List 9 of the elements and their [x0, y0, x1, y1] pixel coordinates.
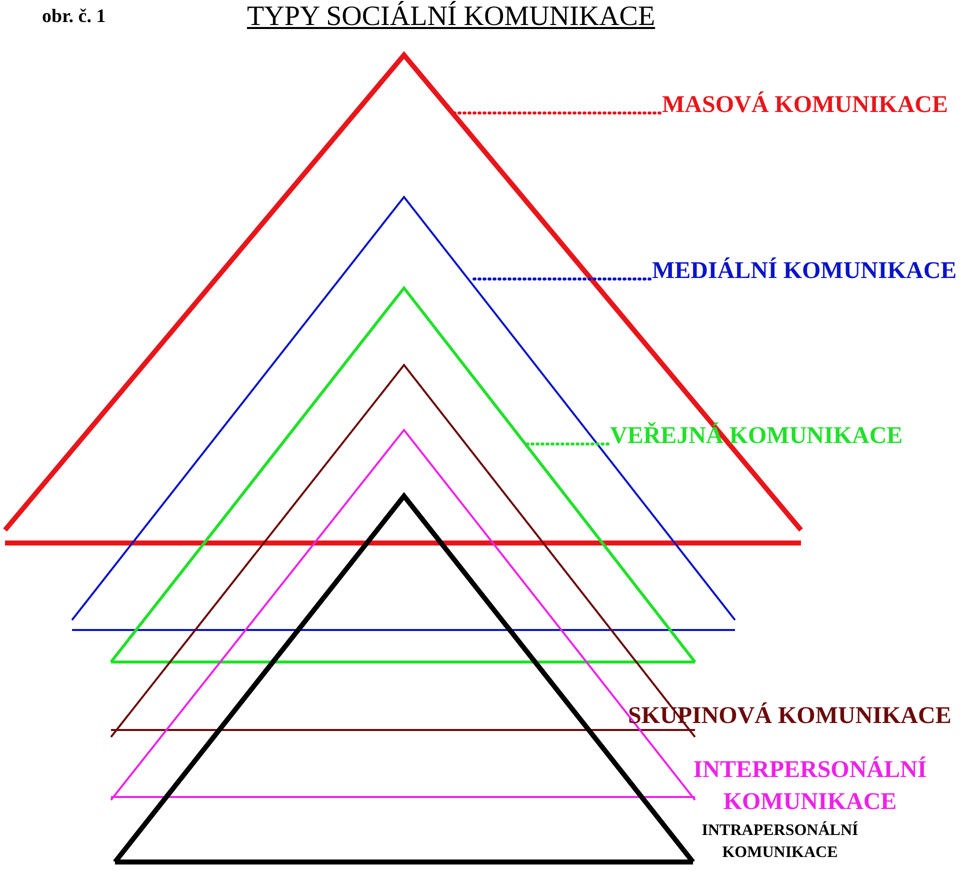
level-label: VEŘEJNÁ KOMUNIKACE: [610, 422, 903, 451]
level-label: MASOVÁ KOMUNIKACE: [662, 91, 948, 120]
level-label: INTERPERSONÁLNÍ KOMUNIKACE: [690, 754, 930, 819]
leader-line: [452, 112, 662, 114]
figure-number: obr. č. 1: [42, 6, 106, 29]
leader-line: [526, 442, 610, 446]
level-label: MEDIÁLNÍ KOMUNIKACE: [652, 257, 957, 286]
level-label: INTRAPERSONÁLNÍ KOMUNIKACE: [690, 820, 870, 864]
title: TYPY SOCIÁLNÍ KOMUNIKACE: [247, 0, 656, 34]
